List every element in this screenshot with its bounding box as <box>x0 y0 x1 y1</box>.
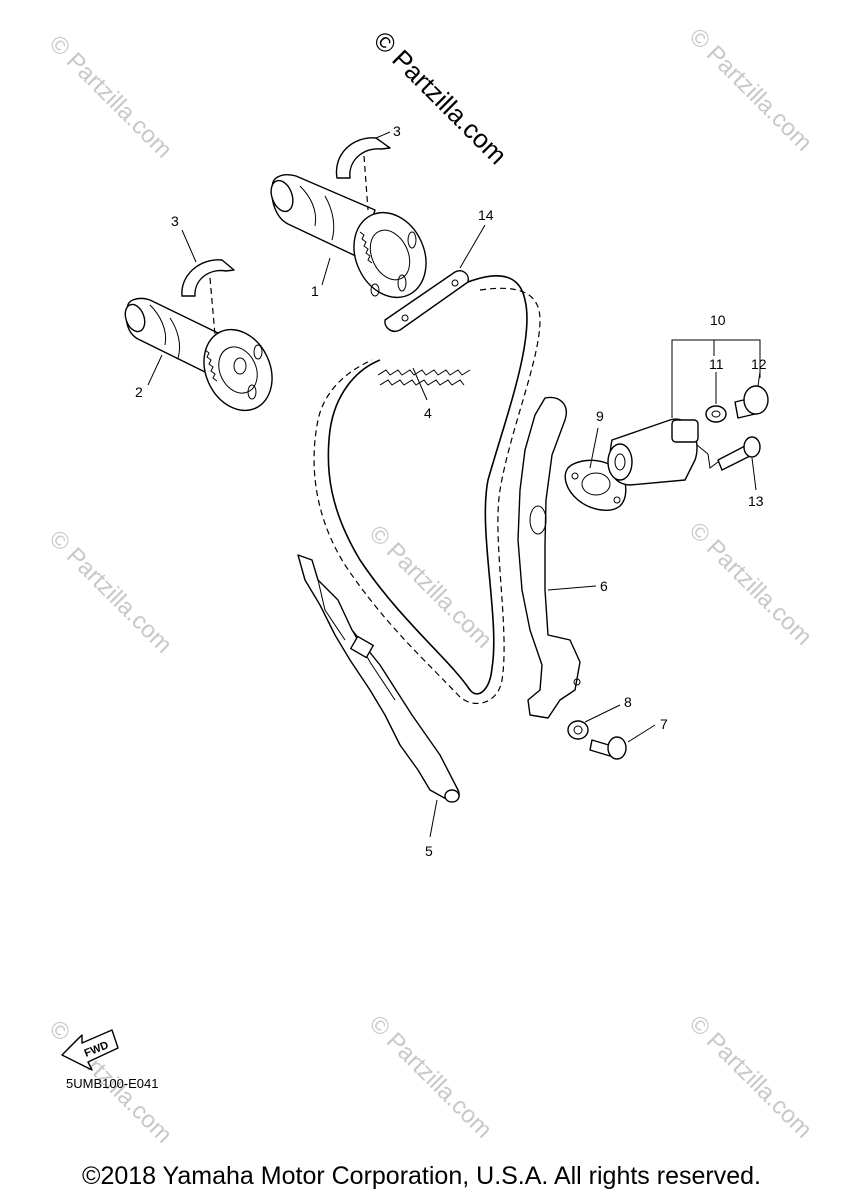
watermark-tile: © Partzilla.com <box>364 520 497 653</box>
tensioner-guide-6 <box>517 396 581 719</box>
leader-lines <box>147 131 761 838</box>
watermark-tiles: © Partzilla.com © Partzilla.com © Partzi… <box>44 23 817 1148</box>
callout-11[interactable]: 11 <box>709 356 724 372</box>
watermark-tile: © Partzilla.com <box>364 1010 497 1143</box>
watermark-tile: © Partzilla.com <box>684 23 817 156</box>
timing-chain-4 <box>313 274 541 704</box>
callout-14[interactable]: 14 <box>478 207 494 223</box>
callout-2[interactable]: 2 <box>135 384 143 400</box>
callout-4[interactable]: 4 <box>424 405 432 421</box>
callout-12[interactable]: 12 <box>751 356 767 372</box>
callout-1[interactable]: 1 <box>311 283 319 299</box>
watermark-tile: © Partzilla.com <box>684 517 817 650</box>
diagram-code: 5UMB100-E041 <box>66 1076 159 1091</box>
callout-6[interactable]: 6 <box>600 578 608 594</box>
fwd-arrow-icon: FWD <box>61 1029 119 1071</box>
callout-13[interactable]: 13 <box>748 493 764 509</box>
chain-guide-5 <box>297 554 460 803</box>
callout-10[interactable]: 10 <box>710 312 726 328</box>
clip-3-left <box>181 259 235 297</box>
watermark-tile: © Partzilla.com <box>44 30 177 163</box>
callout-3-left[interactable]: 3 <box>171 213 179 229</box>
callout-3-upper[interactable]: 3 <box>393 123 401 139</box>
camshaft-2 <box>124 297 273 412</box>
callout-7[interactable]: 7 <box>660 716 668 732</box>
bolt-13 <box>717 436 761 471</box>
cap-bolt-12 <box>734 385 769 419</box>
callout-8[interactable]: 8 <box>624 694 632 710</box>
copyright-notice: ©2018 Yamaha Motor Corporation, U.S.A. A… <box>82 1162 761 1190</box>
callout-9[interactable]: 9 <box>596 408 604 424</box>
tensioner-assembly-10 <box>607 418 699 486</box>
bolt-7 <box>589 736 627 760</box>
callouts: 3 3 1 2 14 4 5 6 9 8 7 10 11 12 13 <box>135 123 767 859</box>
clip-3-upper <box>335 137 391 179</box>
washer-11 <box>705 405 727 423</box>
washer-8 <box>567 720 589 740</box>
camshaft-1 <box>270 174 427 299</box>
watermark-tile: © Partzilla.com <box>44 525 177 658</box>
watermark-tile: © Partzilla.com <box>684 1010 817 1143</box>
callout-5[interactable]: 5 <box>425 843 433 859</box>
